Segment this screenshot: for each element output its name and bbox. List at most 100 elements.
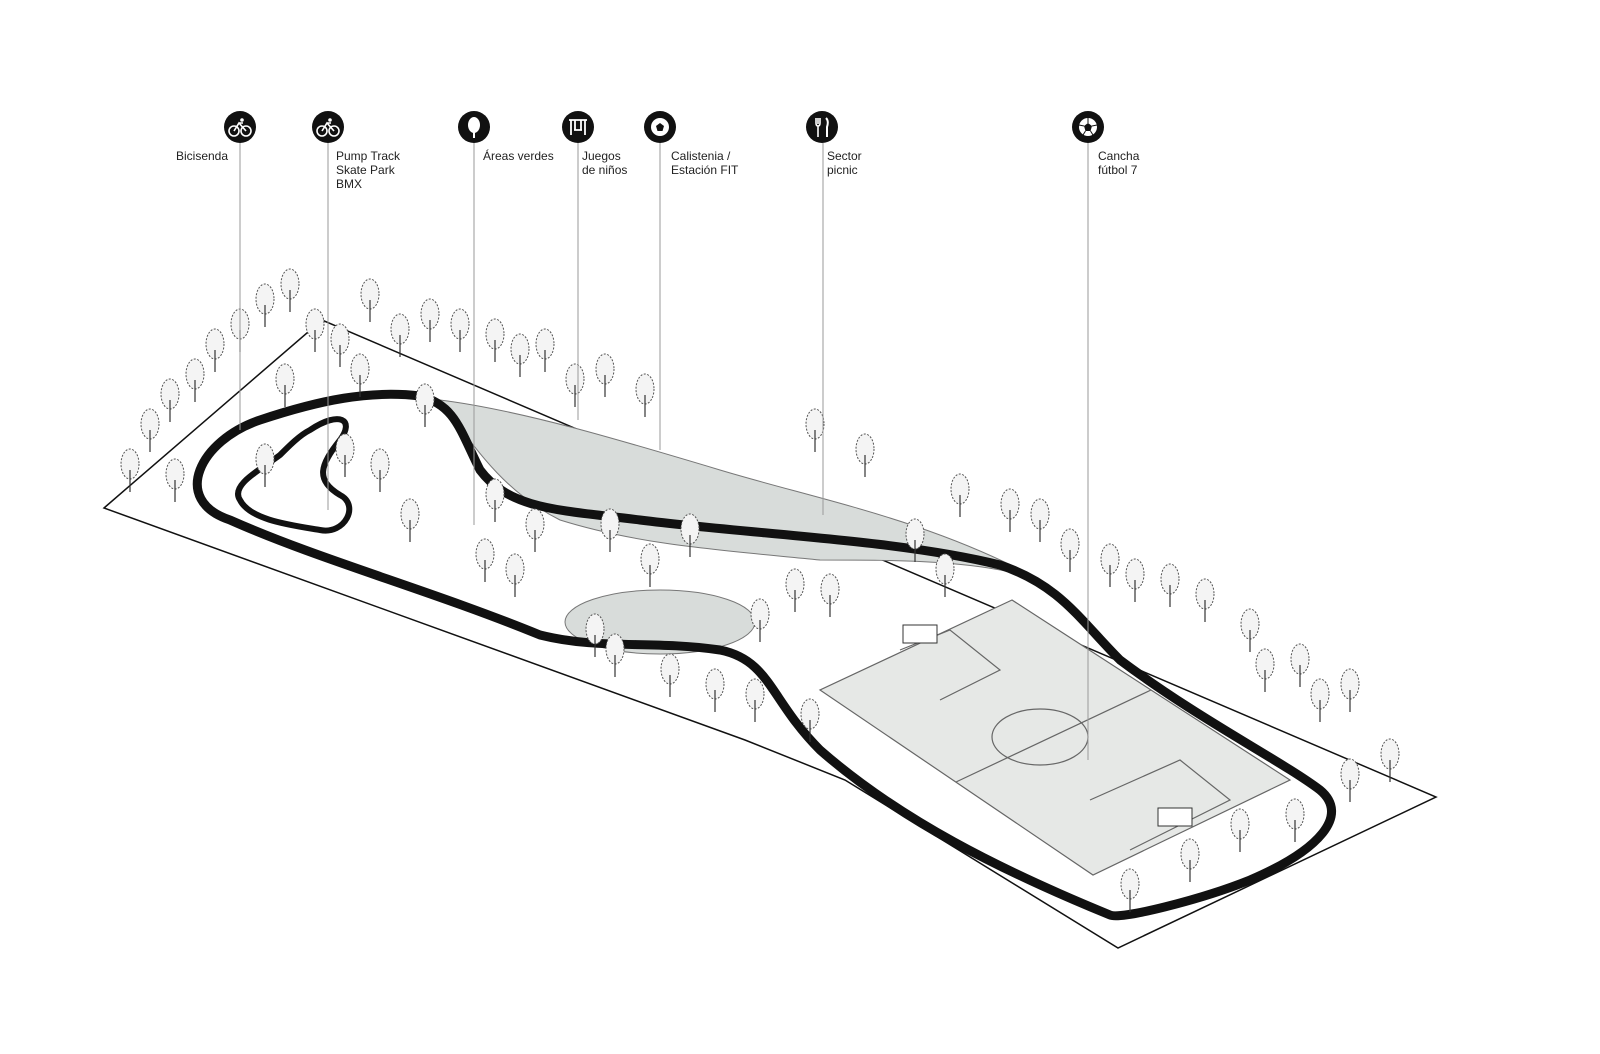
legend-label-calistenia: Calistenia / Estación FIT — [671, 149, 738, 177]
tree — [1340, 668, 1360, 712]
tree — [485, 478, 505, 522]
tree-icon — [458, 111, 490, 143]
tree — [750, 598, 770, 642]
field-surface — [818, 599, 1292, 876]
legend-label-picnic: Sector picnic — [827, 149, 862, 177]
goal-top — [902, 624, 938, 644]
tree — [535, 328, 555, 372]
bicisenda-path — [192, 389, 1336, 921]
tree — [640, 543, 660, 587]
tree — [935, 553, 955, 597]
tree — [140, 408, 160, 452]
legend-text: BMX — [336, 177, 363, 191]
tree — [705, 668, 725, 712]
tree — [1380, 738, 1400, 782]
soccer-ball-icon — [1072, 111, 1104, 143]
tree — [505, 553, 525, 597]
tree — [855, 433, 875, 477]
tree — [160, 378, 180, 422]
leader-layer — [239, 143, 1089, 760]
tree — [1030, 498, 1050, 542]
tree — [805, 408, 825, 452]
legend-label-juegos: Juegos de niños — [582, 149, 627, 177]
soccer-field — [818, 599, 1292, 876]
tree — [585, 613, 605, 657]
tree-layer — [120, 268, 1400, 912]
tree — [1230, 808, 1250, 852]
tree — [595, 353, 615, 397]
tree — [600, 508, 620, 552]
tree — [820, 573, 840, 617]
tree — [565, 363, 585, 407]
tree — [1100, 543, 1120, 587]
tree — [1340, 758, 1360, 802]
bicycle-icon — [312, 111, 344, 143]
tree — [390, 313, 410, 357]
goal-bottom — [1157, 807, 1193, 827]
tree — [280, 268, 300, 312]
site-boundary — [102, 319, 1438, 949]
tree — [905, 518, 925, 562]
legend-text: picnic — [827, 163, 858, 177]
tree — [485, 318, 505, 362]
tree — [510, 333, 530, 377]
tree — [745, 678, 765, 722]
legend-text: Estación FIT — [671, 163, 739, 177]
tree — [255, 443, 275, 487]
tree — [1000, 488, 1020, 532]
tree — [415, 383, 435, 427]
tree — [1255, 648, 1275, 692]
tree — [330, 323, 350, 367]
tree — [1240, 608, 1260, 652]
tree — [1060, 528, 1080, 572]
tree — [1290, 643, 1310, 687]
tree — [800, 698, 820, 742]
tree — [420, 298, 440, 342]
tree — [120, 448, 140, 492]
tree — [1285, 798, 1305, 842]
swing-icon — [562, 111, 594, 143]
tree — [350, 353, 370, 397]
tree — [165, 458, 185, 502]
tree — [1195, 578, 1215, 622]
legend-label-pump-track: Pump Track Skate Park BMX — [336, 149, 400, 191]
tree — [1120, 868, 1140, 912]
tree — [450, 308, 470, 352]
legend-label-areas-verdes: Áreas verdes — [483, 149, 554, 163]
tree — [370, 448, 390, 492]
legend-text: Cancha — [1098, 149, 1140, 163]
cutlery-icon — [806, 111, 838, 143]
tree — [255, 283, 275, 327]
tree — [785, 568, 805, 612]
legend-text: de niños — [582, 163, 628, 177]
tree — [635, 373, 655, 417]
legend-text: fútbol 7 — [1098, 163, 1138, 177]
tree — [305, 308, 325, 352]
tree — [475, 538, 495, 582]
legend-text: Sector — [827, 149, 862, 163]
central-plaza — [438, 399, 1041, 581]
field-halfway-line — [955, 689, 1152, 783]
legend-text: Calistenia / — [671, 149, 731, 163]
tree — [605, 633, 625, 677]
legend-text: Skate Park — [336, 163, 395, 177]
legend-label-cancha: Cancha fútbol 7 — [1098, 149, 1139, 177]
ball-icon — [644, 111, 676, 143]
legend-text: Juegos — [582, 149, 621, 163]
tree — [400, 498, 420, 542]
tree — [1160, 563, 1180, 607]
bicycle-icon — [224, 111, 256, 143]
legend-text: Pump Track — [336, 149, 401, 163]
legend-label-bicisenda: Bicisenda — [176, 149, 228, 163]
tree — [185, 358, 205, 402]
tree — [950, 473, 970, 517]
tree — [205, 328, 225, 372]
tree — [335, 433, 355, 477]
tree — [275, 363, 295, 407]
tree — [680, 513, 700, 557]
tree — [525, 508, 545, 552]
legend-text: Áreas verdes — [483, 149, 554, 163]
tree — [1180, 838, 1200, 882]
legend-text: Bicisenda — [176, 149, 229, 163]
